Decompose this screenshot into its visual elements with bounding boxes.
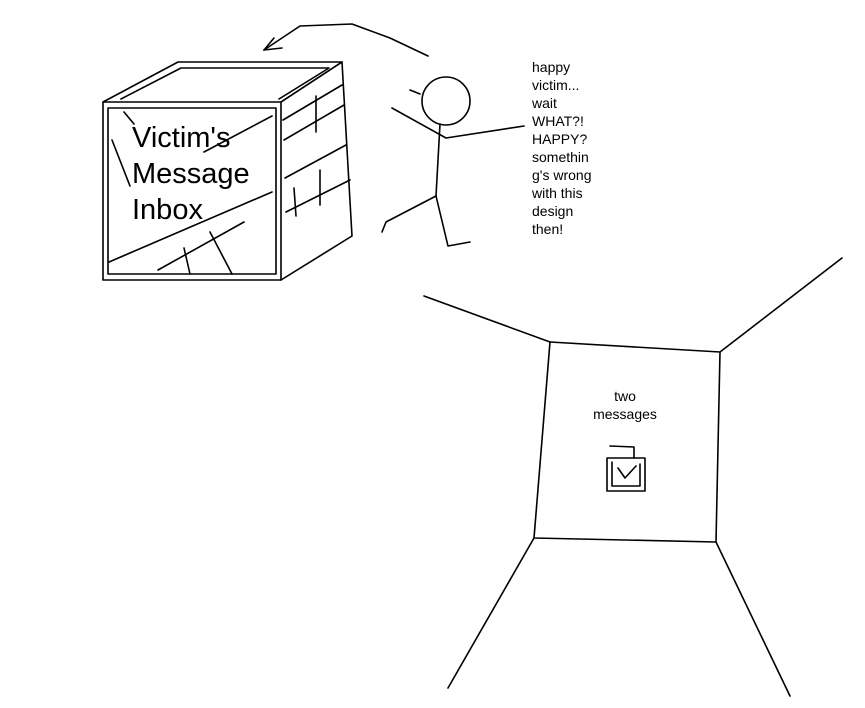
inbox-title: Victim's Message Inbox — [132, 122, 250, 226]
brick-pattern — [282, 84, 351, 217]
room-floor-right-edge — [715, 541, 791, 697]
inbox-opening — [120, 67, 330, 100]
inbox-window — [107, 107, 277, 275]
stick-figure-right-leg — [435, 195, 471, 247]
room-back-wall — [533, 341, 721, 543]
message-checkmark-icon — [606, 445, 646, 492]
room-ceiling-right-edge — [719, 257, 843, 353]
inbox-side-face — [280, 61, 353, 281]
stick-figure-head — [421, 76, 471, 126]
curved-arrow-icon — [263, 23, 429, 57]
stick-figure-left-leg — [381, 195, 437, 233]
glass-glare — [108, 111, 273, 275]
stick-figure-arms — [391, 107, 525, 139]
stick-figure-motion-line — [409, 89, 421, 95]
room — [423, 257, 843, 697]
inbox-box — [102, 61, 353, 281]
speech-text: happy victim... wait WHAT?! HAPPY? somet… — [532, 59, 592, 237]
stick-figure — [381, 76, 525, 247]
inbox-front-face — [102, 101, 282, 281]
stick-figure-body — [435, 123, 441, 197]
room-ceiling-left-edge — [423, 295, 551, 343]
room-label: two messages — [593, 388, 657, 422]
room-floor-left-edge — [447, 537, 535, 689]
